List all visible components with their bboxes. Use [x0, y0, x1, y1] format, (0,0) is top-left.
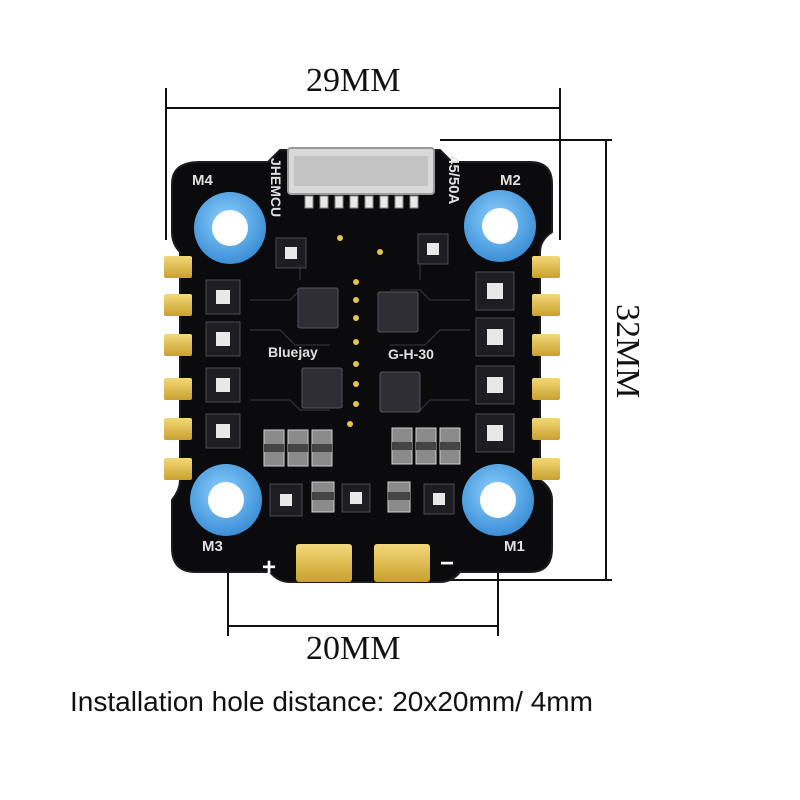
motor-label-m4: M4: [192, 172, 213, 189]
brand-silkscreen: JHEMCU: [268, 158, 284, 218]
motor-label-m1: M1: [504, 538, 525, 555]
mosfets-right: [475, 271, 515, 453]
mosfets-left: [205, 279, 241, 449]
mount-hole-m2: [464, 190, 536, 262]
right-motor-pads: [532, 256, 560, 480]
top-chips: [275, 233, 449, 269]
battery-pads: [296, 544, 430, 582]
hole-spacing-dimension-label: 20MM: [306, 630, 401, 667]
negative-terminal-label: −: [440, 550, 455, 577]
firmware-silkscreen: Bluejay: [268, 344, 318, 360]
motor-label-m2: M2: [500, 172, 521, 189]
width-dimension-label: 29MM: [306, 62, 401, 99]
mount-hole-m4: [194, 192, 266, 264]
signal-connector: [287, 147, 435, 209]
installation-caption: Installation hole distance: 20x20mm/ 4mm: [70, 686, 593, 717]
bottom-chips: [269, 483, 455, 517]
height-dimension-label: 32MM: [609, 304, 646, 399]
pcb-board: [171, 149, 553, 583]
motor-label-m3: M3: [202, 538, 223, 555]
mount-hole-m3: [190, 464, 262, 536]
width-dimension-line: [165, 88, 561, 240]
mount-hole-m1: [462, 464, 534, 536]
positive-terminal-label: +: [262, 554, 277, 581]
height-dimension-line: [440, 139, 612, 581]
left-motor-pads: [164, 256, 192, 480]
rating-silkscreen: 45/50A: [445, 156, 462, 205]
center-vias: [337, 235, 383, 427]
mcu-chips: [297, 287, 421, 413]
capacitors: [263, 427, 461, 513]
model-silkscreen: G-H-30: [388, 346, 434, 362]
